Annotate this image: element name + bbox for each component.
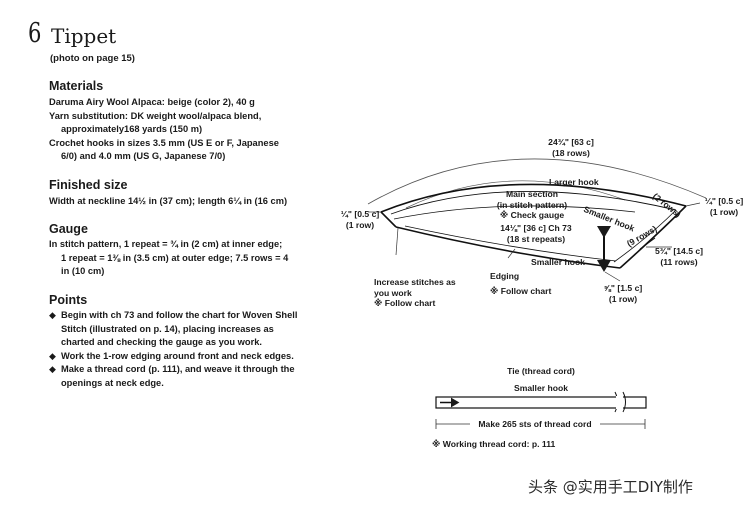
increase-line: Increase stitches as — [374, 277, 456, 287]
increase-line: you work — [374, 287, 412, 298]
right-edge-rows: (1 row) — [709, 206, 739, 217]
increase-stitches-label: Increase stitches as you work ※ Follow c… — [374, 277, 456, 309]
outer-width-dimension-arc — [367, 158, 707, 205]
main-section-pattern: (in stitch pattern) — [496, 199, 568, 210]
thread-cord-bar — [435, 396, 647, 409]
main-section-title: Main section — [505, 189, 559, 199]
points-list: ◆ Begin with ch 73 and follow the chart … — [49, 309, 349, 391]
rows-arrow — [639, 237, 656, 250]
edging-depth-label: ⅝" [1.5 c] (1 row) — [596, 283, 650, 304]
gauge-text: In stitch pattern, 1 repeat = ¾ in (2 cm… — [49, 238, 339, 279]
point-line: Stitch (illustrated on p. 14), placing i… — [61, 323, 274, 334]
tippet-inner-edge — [395, 226, 621, 269]
tippet-right-end — [619, 205, 687, 269]
materials-line: Yarn substitution: DK weight wool/alpaca… — [49, 110, 262, 121]
materials-line: 6/0) and 4.0 mm (US G, Japanese 7/0) — [61, 151, 226, 162]
larger-hook-dimension-arc — [405, 180, 626, 209]
photo-reference: (photo on page 15) — [50, 53, 135, 64]
point-item: ◆ Work the 1-row edging around front and… — [49, 350, 349, 364]
outer-width-value: 24¾" [63 c] — [548, 137, 594, 147]
tippet-inner-edging-line — [404, 225, 617, 262]
finished-size-line: Width at neckline 14½ in (37 cm); length… — [49, 196, 288, 206]
tippet-main-outer-line — [393, 205, 636, 220]
tie-title: Tie (thread cord) — [507, 366, 575, 376]
inner-width-repeats: (18 st repeats) — [506, 233, 566, 244]
gauge-heading: Gauge — [49, 222, 88, 236]
gauge-line: in (10 cm) — [61, 266, 105, 277]
length-label: 5¾" [14.5 c] (11 rows) — [652, 246, 706, 267]
leader-increase — [395, 227, 399, 256]
materials-heading: Materials — [49, 79, 104, 93]
edging-depth-value: ⅝" [1.5 c] — [603, 283, 643, 293]
page-title: Tippet — [51, 24, 117, 48]
gauge-line: In stitch pattern, 1 repeat = ¾ in (2 cm… — [49, 239, 283, 249]
point-line: charted and checking the gauge as you wo… — [61, 337, 262, 348]
point-line: Begin with ch 73 and follow the chart fo… — [61, 310, 298, 320]
materials-line: Crochet hooks in sizes 3.5 mm (US E or F… — [49, 137, 279, 148]
watermark: 头条 @实用手工DIY制作 — [528, 478, 693, 496]
finished-size-text: Width at neckline 14½ in (37 cm); length… — [49, 195, 339, 209]
edging-label: Edging ※ Follow chart — [490, 271, 551, 296]
edging-follow-chart: ※ Follow chart — [490, 285, 552, 296]
edging-title: Edging — [490, 271, 520, 281]
finished-size-heading: Finished size — [49, 178, 128, 192]
leader-right-edge — [685, 202, 701, 207]
leader-edging — [507, 248, 516, 259]
length-value: 5¾" [14.5 c] — [654, 246, 704, 256]
materials-text: Daruma Airy Wool Alpaca: beige (color 2)… — [49, 96, 339, 164]
point-item: ◆ Begin with ch 73 and follow the chart … — [49, 309, 349, 350]
leader-edging-depth — [604, 271, 621, 282]
materials-line: Daruma Airy Wool Alpaca: beige (color 2)… — [49, 97, 255, 107]
left-edge-value: ¼" [0.5 c] — [340, 209, 380, 219]
diamond-bullet-icon: ◆ — [49, 364, 56, 375]
point-line: Make a thread cord (p. 111), and weave i… — [61, 364, 295, 375]
point-line: openings at neck edge. — [61, 377, 164, 388]
right-edge-value: ¼" [0.5 c] — [704, 196, 744, 206]
larger-hook-label: Larger hook — [549, 177, 599, 187]
outer-width-label: 24¾" [63 c] (18 rows) — [516, 137, 626, 158]
outer-width-rows: (18 rows) — [552, 147, 590, 158]
edging-depth-rows: (1 row) — [608, 293, 638, 304]
tippet-right-inner-end — [613, 209, 677, 263]
diamond-bullet-icon: ◆ — [49, 350, 56, 361]
materials-line: approximately168 yards (150 m) — [61, 124, 203, 135]
point-item: ◆ Make a thread cord (p. 111), and weave… — [49, 363, 349, 390]
tie-stitches-label: Make 265 sts of thread cord — [478, 419, 592, 429]
gauge-line: 1 repeat = 1⅜ in (3.5 cm) at outer edge;… — [61, 252, 289, 263]
diamond-bullet-icon: ◆ — [49, 310, 56, 320]
point-line: Work the 1-row edging around front and n… — [61, 350, 294, 361]
left-edge-rows: (1 row) — [345, 219, 375, 230]
main-section-label: Main section (in stitch pattern) ※ Check… — [487, 189, 577, 221]
length-rows: (11 rows) — [660, 256, 698, 267]
inner-width-value: 14⅛" [36 c] Ch 73 — [500, 223, 572, 233]
tie-hook-label: Smaller hook — [514, 383, 568, 393]
right-edge-label: ¼" [0.5 c] (1 row) — [700, 196, 748, 217]
check-gauge-note: ※ Check gauge — [499, 210, 565, 220]
tie-note: ※ Working thread cord: p. 111 — [432, 439, 556, 449]
inner-width-label: 14⅛" [36 c] Ch 73 (18 st repeats) — [486, 223, 586, 244]
tippet-edging-line — [390, 191, 677, 215]
pattern-number: 6 — [28, 18, 42, 49]
left-edge-label: ¼" [0.5 c] (1 row) — [338, 209, 382, 230]
increase-follow-chart: ※ Follow chart — [374, 298, 436, 308]
tippet-left-end — [380, 211, 397, 228]
points-heading: Points — [49, 293, 88, 307]
tippet-outer-edge — [380, 183, 687, 213]
smaller-hook-inner-label: Smaller hook — [531, 257, 585, 267]
